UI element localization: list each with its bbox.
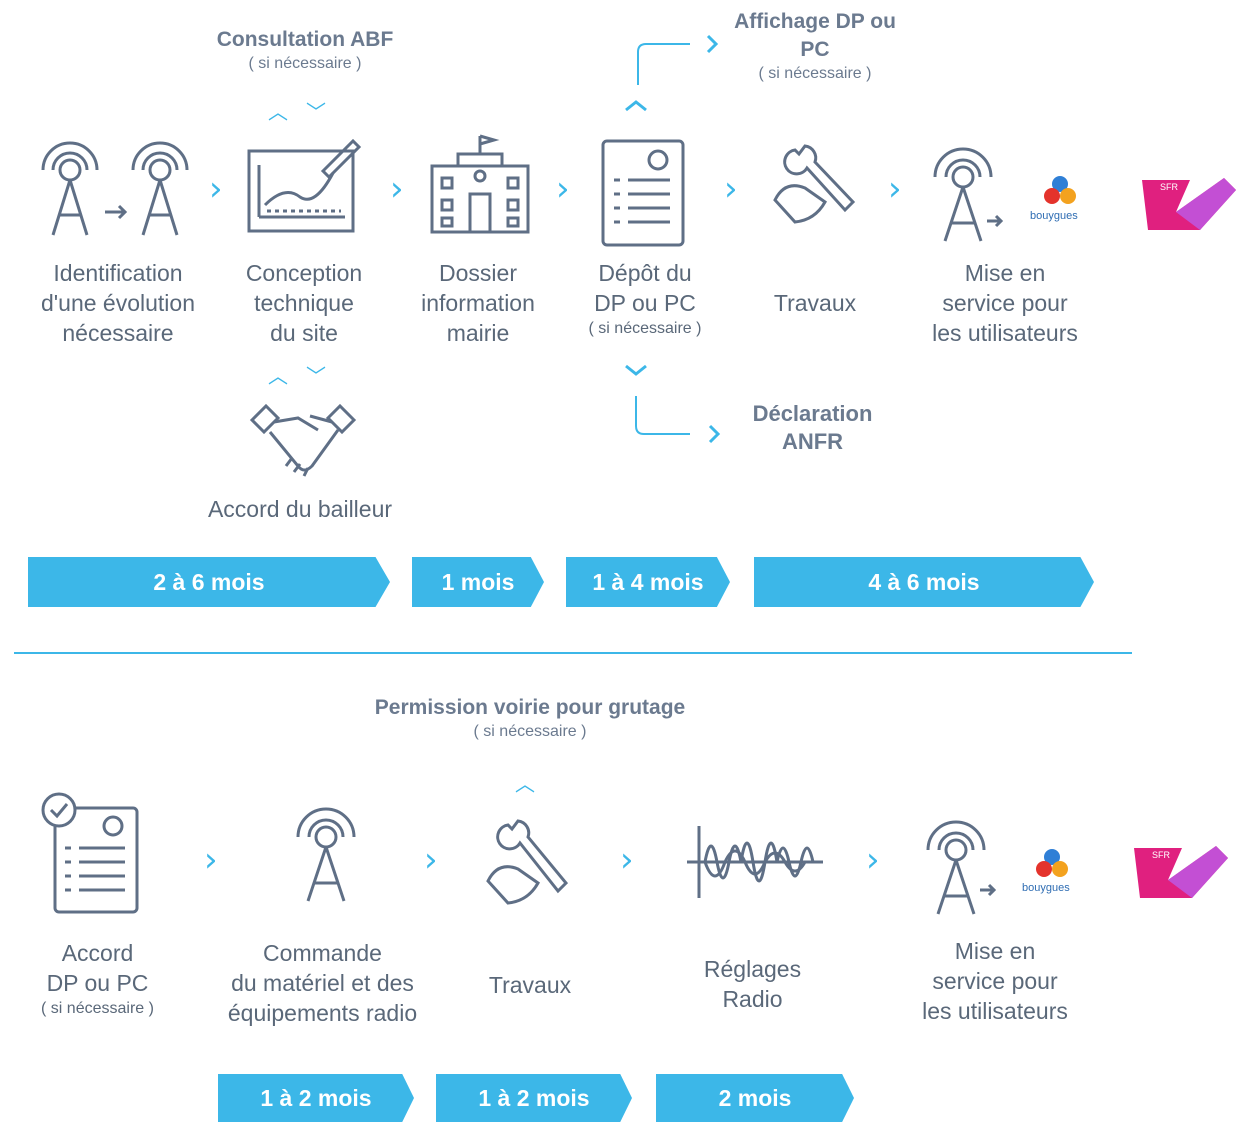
- step-travaux: Travaux: [740, 288, 890, 318]
- chevron-right-icon: ›: [888, 169, 902, 209]
- duration-bar: 2 à 6 mois: [28, 557, 390, 607]
- duration-bar: 1 à 4 mois: [566, 557, 730, 607]
- step-dossier: Dossier information mairie: [398, 258, 558, 348]
- abf-title: Consultation ABF: [216, 28, 394, 51]
- step-line: ( si nécessaire ): [588, 320, 702, 337]
- affichage-header: Affichage DP ou PC ( si nécessaire ): [720, 8, 910, 84]
- bouygues-logo-icon: [1030, 172, 1100, 227]
- chevron-right-icon: ›: [390, 169, 404, 209]
- document-form-icon: [600, 138, 686, 248]
- accord-bailleur: Accord du bailleur: [207, 496, 393, 522]
- step-line: mairie: [446, 320, 510, 346]
- step-accord-dp: Accord DP ou PC ( si nécessaire ): [10, 938, 185, 1020]
- step-commande: Commande du matériel et des équipements …: [200, 938, 445, 1028]
- radio-wave-icon: [685, 820, 825, 900]
- step-line: du site: [270, 320, 338, 346]
- step-conception: Conception technique du site: [214, 258, 394, 348]
- chevron-right-icon: ›: [620, 840, 634, 880]
- step-line: Réglages: [703, 956, 802, 982]
- step-line: Commande: [263, 940, 382, 966]
- step-line: information: [421, 290, 535, 316]
- step-reglages: Réglages Radio: [670, 954, 835, 1014]
- step-line: Dépôt du: [598, 260, 692, 286]
- affichage-connector: [625, 34, 719, 112]
- step-line: DP ou PC: [594, 290, 696, 316]
- permission-title: Permission voirie pour grutage: [374, 696, 686, 719]
- step-line: les utilisateurs: [922, 998, 1068, 1024]
- chevron-right-icon: ›: [866, 840, 880, 880]
- sfr-logo-icon: [1140, 172, 1236, 234]
- step-line: service pour: [932, 968, 1058, 994]
- approved-document-icon: [35, 790, 145, 915]
- chevron-right-icon: ›: [209, 169, 223, 209]
- permission-subtitle: ( si nécessaire ): [473, 723, 587, 740]
- affichage-line1: Affichage: [734, 10, 830, 33]
- step-line: Identification: [53, 260, 183, 286]
- chevron-right-icon: ›: [724, 169, 738, 209]
- affichage-line2: DP ou PC: [800, 10, 896, 61]
- bouygues-logo-icon: [1022, 845, 1092, 900]
- blueprint-drawing-icon: [245, 135, 365, 237]
- step-line: les utilisateurs: [932, 320, 1078, 346]
- town-hall-icon: [430, 132, 530, 237]
- sfr-logo-icon: [1132, 840, 1228, 902]
- step-line: Travaux: [773, 290, 857, 316]
- antenna-bouygues-icon: [925, 145, 1005, 245]
- duration-bar: 1 à 2 mois: [436, 1074, 632, 1122]
- bouygues-label: bouygues: [1022, 882, 1070, 894]
- step-line: technique: [254, 290, 354, 316]
- sfr-label: SFR: [1152, 850, 1170, 860]
- step-line: ( si nécessaire ): [41, 1000, 154, 1017]
- step-line: nécessaire: [62, 320, 174, 346]
- antenna-bouygues-icon: [918, 818, 998, 918]
- step-mise-en-service: Mise en service pour les utilisateurs: [895, 936, 1095, 1026]
- step-line: Dossier: [439, 260, 517, 286]
- abf-arrows: ︿﹀: [268, 100, 344, 124]
- step-line: Mise en: [954, 938, 1036, 964]
- duration-bar: 4 à 6 mois: [754, 557, 1094, 607]
- step-travaux: Travaux: [455, 970, 605, 1000]
- step-line: d'une évolution: [40, 290, 195, 316]
- anfr-line1: Déclaration: [752, 401, 873, 426]
- wrench-hand-icon: [765, 140, 865, 230]
- abf-header: Consultation ABF ( si nécessaire ): [175, 26, 435, 74]
- anfr-header: Déclaration ANFR: [730, 400, 895, 456]
- abf-subtitle: ( si nécessaire ): [248, 55, 362, 72]
- step-depot: Dépôt du DP ou PC ( si nécessaire ): [560, 258, 730, 340]
- step-identification: Identification d'une évolution nécessair…: [18, 258, 218, 348]
- accord-arrows: ︿﹀: [268, 364, 344, 388]
- chevron-right-icon: ›: [556, 169, 570, 209]
- chevron-right-icon: ›: [204, 840, 218, 880]
- step-line: Mise en: [964, 260, 1046, 286]
- chevron-right-icon: ›: [424, 840, 438, 880]
- duration-bar: 2 mois: [656, 1074, 854, 1122]
- affichage-subtitle: ( si nécessaire ): [758, 65, 872, 82]
- sfr-label: SFR: [1160, 182, 1178, 192]
- permission-arrow: ︿: [515, 772, 553, 796]
- duration-bar: 1 à 2 mois: [218, 1074, 414, 1122]
- antenna-transfer-icon: [35, 140, 195, 240]
- step-mise-en-service: Mise en service pour les utilisateurs: [905, 258, 1105, 348]
- bouygues-label: bouygues: [1030, 210, 1078, 222]
- anfr-line2: ANFR: [781, 429, 844, 454]
- step-line: du matériel et des: [231, 970, 414, 996]
- step-line: Accord: [61, 940, 134, 966]
- step-line: Radio: [722, 986, 783, 1012]
- permission-header: Permission voirie pour grutage ( si néce…: [320, 694, 740, 742]
- step-line: Conception: [245, 260, 363, 286]
- antenna-icon: [288, 805, 364, 905]
- section-divider: [14, 652, 1132, 654]
- step-line: DP ou PC: [46, 970, 149, 996]
- step-line: équipements radio: [227, 1000, 418, 1026]
- step-line: Travaux: [488, 972, 572, 998]
- step-line: service pour: [942, 290, 1068, 316]
- wrench-hand-icon: [478, 815, 578, 915]
- anfr-connector: [625, 364, 721, 444]
- handshake-icon: [248, 400, 358, 488]
- duration-bar: 1 mois: [412, 557, 544, 607]
